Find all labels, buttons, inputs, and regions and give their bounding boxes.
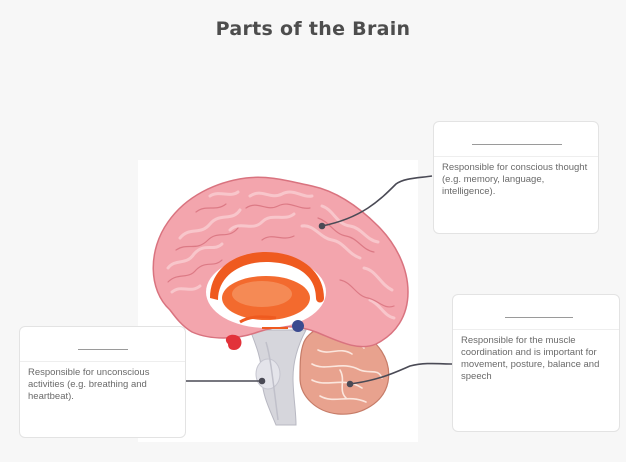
answer-blank-line: [78, 349, 128, 350]
cerebrum-answer-field[interactable]: [434, 122, 598, 157]
cerebrum-description: Responsible for conscious thought (e.g. …: [442, 162, 588, 197]
cerebellum-label-card: Responsible for the muscle coordination …: [452, 294, 620, 432]
brainstem-pointer-dot: [258, 377, 266, 385]
cerebrum-pointer-dot: [318, 222, 326, 230]
cerebellum-pointer-dot: [346, 380, 354, 388]
brainstem-label-card: Responsible for unconscious activities (…: [19, 326, 186, 438]
page-title: Parts of the Brain: [215, 18, 411, 40]
answer-blank-line: [505, 317, 573, 318]
brainstem: [249, 329, 307, 426]
cerebrum-connector: [321, 175, 433, 227]
cerebellum-connector: [349, 362, 453, 385]
cerebellum-description: Responsible for the muscle coordination …: [461, 335, 600, 382]
answer-blank-line: [472, 144, 562, 145]
brainstem-description: Responsible for unconscious activities (…: [28, 367, 150, 402]
pituitary-gland: [225, 334, 242, 350]
cerebellum-answer-field[interactable]: [453, 295, 619, 330]
connector-lines: [186, 175, 453, 388]
brainstem-answer-field[interactable]: [20, 327, 185, 362]
corpus-callosum: [206, 252, 326, 332]
cerebrum-label-card: Responsible for conscious thought (e.g. …: [433, 121, 599, 234]
